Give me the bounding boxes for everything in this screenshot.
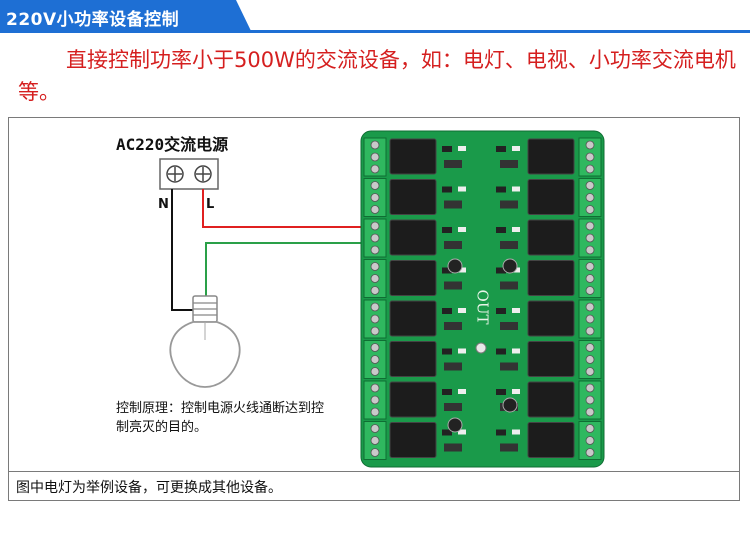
screw-terminal-left [363,137,387,177]
smd-components [442,227,520,249]
smd-components [442,146,520,168]
relay-board [360,130,605,468]
screw-terminal-right [578,218,602,258]
relay-right [527,260,575,296]
screw-terminal-left [363,259,387,298]
relay-left [389,179,437,215]
screw-terminal-left [363,340,387,379]
relay-left [389,219,437,256]
screw-terminal-right [578,137,602,177]
live-label: L [206,197,215,212]
header-underline [0,30,750,33]
section-title: 220V小功率设备控制 [6,10,180,30]
terminal-screw-n [166,165,184,183]
electrolytic-capacitors [447,258,518,433]
ac-power-label: AC220交流电源 [116,135,229,154]
board-output-label: OUT [473,289,492,325]
footer-note: 图中电灯为举例设备，可更换成其他设备。 [16,480,282,496]
screw-terminal-right [578,178,602,217]
relay-right [527,381,575,418]
relay-left [389,300,437,337]
mounting-hole [475,342,487,354]
relay-right [527,219,575,256]
screw-terminal-right [578,380,602,420]
relay-right [527,422,575,458]
screw-terminal-left [363,218,387,258]
smd-components [442,308,520,330]
light-bulb-icon [169,295,241,388]
smd-components [442,348,520,371]
relay-left [389,138,437,175]
header-tab-shape [0,0,252,33]
relay-right [527,300,575,337]
description-text: 直接控制功率小于500W的交流设备，如：电灯、电视、小功率交流电机等。 [18,48,736,104]
relay-right [527,138,575,175]
screw-terminal-right [578,299,602,339]
terminal-screw-l [194,165,212,183]
return-wire-green [205,242,375,310]
frame-divider [8,471,740,472]
relay-left [389,381,437,418]
relay-right [527,179,575,215]
screw-terminal-right [578,259,602,298]
relay-left [389,341,437,377]
screw-terminal-left [363,421,387,460]
screw-terminal-right [578,340,602,379]
screw-terminal-left [363,299,387,339]
control-principle-text: 控制原理：控制电源火线通断达到控制亮灭的目的。 [116,401,325,435]
live-wire-red [202,189,375,228]
smd-components [442,429,520,452]
section-header-tab: 220V小功率设备控制 [0,0,252,33]
screw-terminal-right [578,421,602,460]
relay-right [527,341,575,377]
neutral-label: N [158,197,169,212]
screw-terminal-left [363,380,387,420]
smd-components [442,186,520,209]
relay-left [389,260,437,296]
relay-left [389,422,437,458]
neutral-wire [171,189,196,311]
screw-terminal-left [363,178,387,217]
